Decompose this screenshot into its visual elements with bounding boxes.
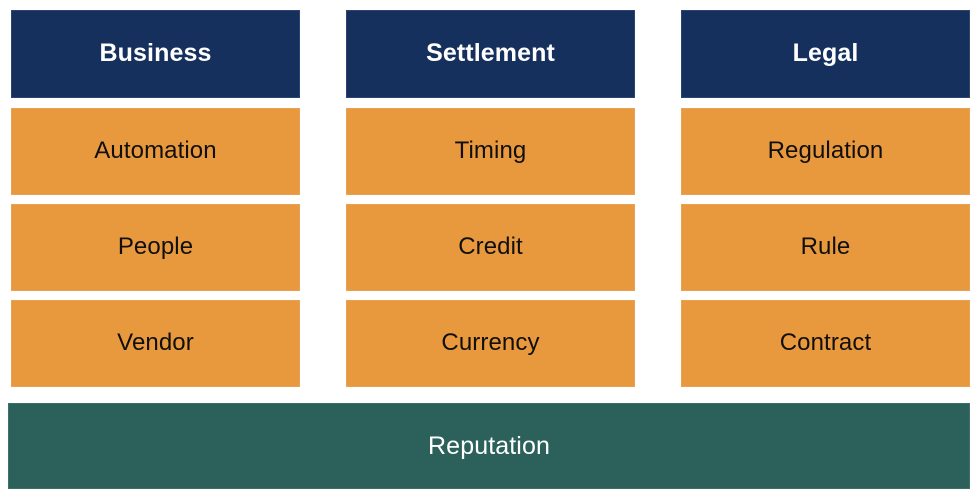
category-item-credit[interactable]: Credit xyxy=(346,204,635,291)
column-header-business[interactable]: Business xyxy=(11,10,300,98)
column-legal: Legal Regulation Rule Contract xyxy=(681,10,970,388)
category-item-regulation[interactable]: Regulation xyxy=(681,108,970,195)
category-item-people[interactable]: People xyxy=(11,204,300,291)
column-header-legal[interactable]: Legal xyxy=(681,10,970,98)
category-item-rule[interactable]: Rule xyxy=(681,204,970,291)
category-item-automation[interactable]: Automation xyxy=(11,108,300,195)
category-item-timing[interactable]: Timing xyxy=(346,108,635,195)
category-item-currency[interactable]: Currency xyxy=(346,300,635,387)
footer-bar-reputation[interactable]: Reputation xyxy=(8,403,970,489)
category-item-contract[interactable]: Contract xyxy=(681,300,970,387)
column-business: Business Automation People Vendor xyxy=(11,10,300,388)
category-item-vendor[interactable]: Vendor xyxy=(11,300,300,387)
column-settlement: Settlement Timing Credit Currency xyxy=(346,10,635,388)
column-group: Business Automation People Vendor Settle… xyxy=(11,10,970,388)
column-header-settlement[interactable]: Settlement xyxy=(346,10,635,98)
